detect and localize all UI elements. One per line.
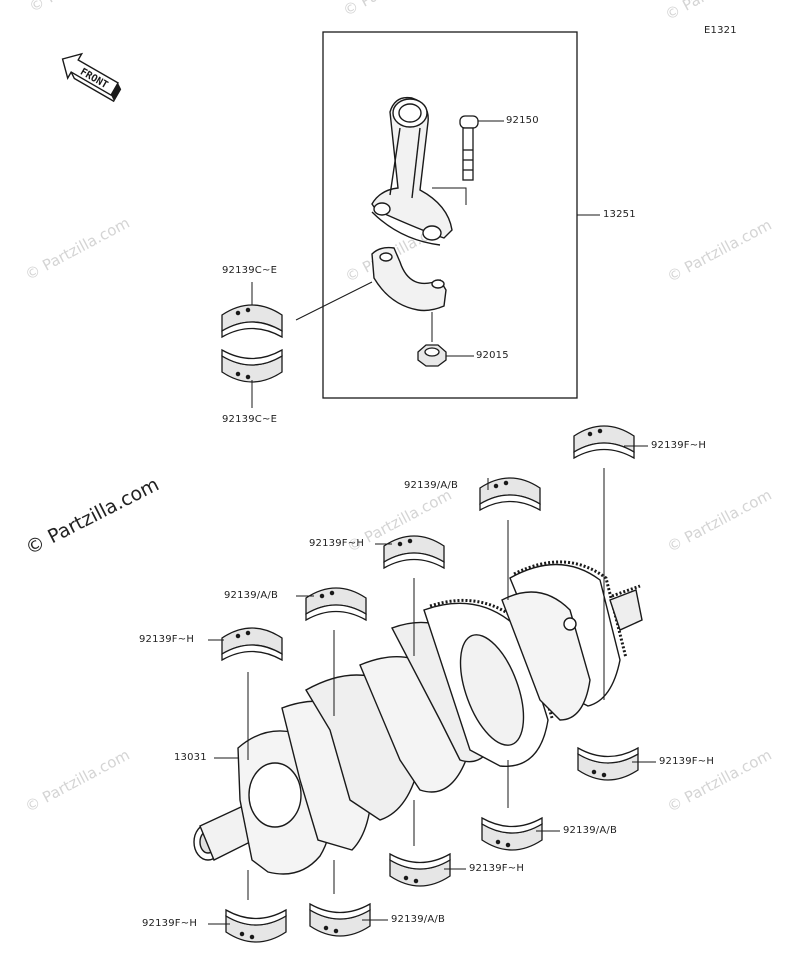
- rod-cap-icon: [371, 246, 447, 312]
- part-label-92150[interactable]: 92150: [506, 115, 539, 126]
- part-label-92139fh-3[interactable]: 92139F~H: [139, 634, 195, 645]
- part-label-92139ab-2[interactable]: 92139/A/B: [224, 590, 279, 601]
- bearing-shell-icon: [221, 349, 283, 383]
- part-label-92139ce-bottom[interactable]: 92139C~E: [222, 414, 278, 425]
- bearing-shell-icon: [221, 304, 283, 338]
- part-label-92139fh-right[interactable]: 92139F~H: [659, 756, 715, 767]
- bearing-shell-icon: [309, 903, 371, 937]
- bearing-shell-icon: [573, 425, 635, 459]
- part-label-92015[interactable]: 92015: [476, 350, 509, 361]
- bolt-icon: [459, 115, 479, 181]
- part-label-92139fh-4[interactable]: 92139F~H: [469, 863, 525, 874]
- part-label-13031[interactable]: 13031: [174, 752, 207, 763]
- part-label-92139ab-1[interactable]: 92139/A/B: [404, 480, 459, 491]
- bearing-shell-icon: [221, 627, 283, 661]
- diagram-code: E1321: [704, 25, 737, 36]
- bearing-shell-icon: [481, 817, 543, 851]
- connecting-rod-kit-box: [322, 31, 578, 399]
- part-label-92139ce-top[interactable]: 92139C~E: [222, 265, 278, 276]
- part-label-92139fh-5[interactable]: 92139F~H: [142, 918, 198, 929]
- part-label-92139fh-topright[interactable]: 92139F~H: [651, 440, 707, 451]
- crankshaft-icon: [193, 560, 643, 875]
- bearing-shell-icon: [225, 909, 287, 943]
- part-label-92139ab-4[interactable]: 92139/A/B: [391, 914, 446, 925]
- part-label-92139fh-2[interactable]: 92139F~H: [309, 538, 365, 549]
- part-label-92139ab-3[interactable]: 92139/A/B: [563, 825, 618, 836]
- part-label-13251[interactable]: 13251: [603, 209, 636, 220]
- front-arrow-icon: FRONT: [61, 52, 122, 103]
- bearing-shell-icon: [479, 477, 541, 511]
- bearing-shell-icon: [383, 535, 445, 569]
- bearing-shell-icon: [389, 853, 451, 887]
- bearing-shell-icon: [577, 747, 639, 781]
- leader-line: [432, 187, 467, 205]
- bearing-shell-icon: [305, 587, 367, 621]
- nut-icon: [417, 344, 447, 367]
- connecting-rod-icon: [371, 96, 453, 246]
- leader-line: [295, 281, 373, 321]
